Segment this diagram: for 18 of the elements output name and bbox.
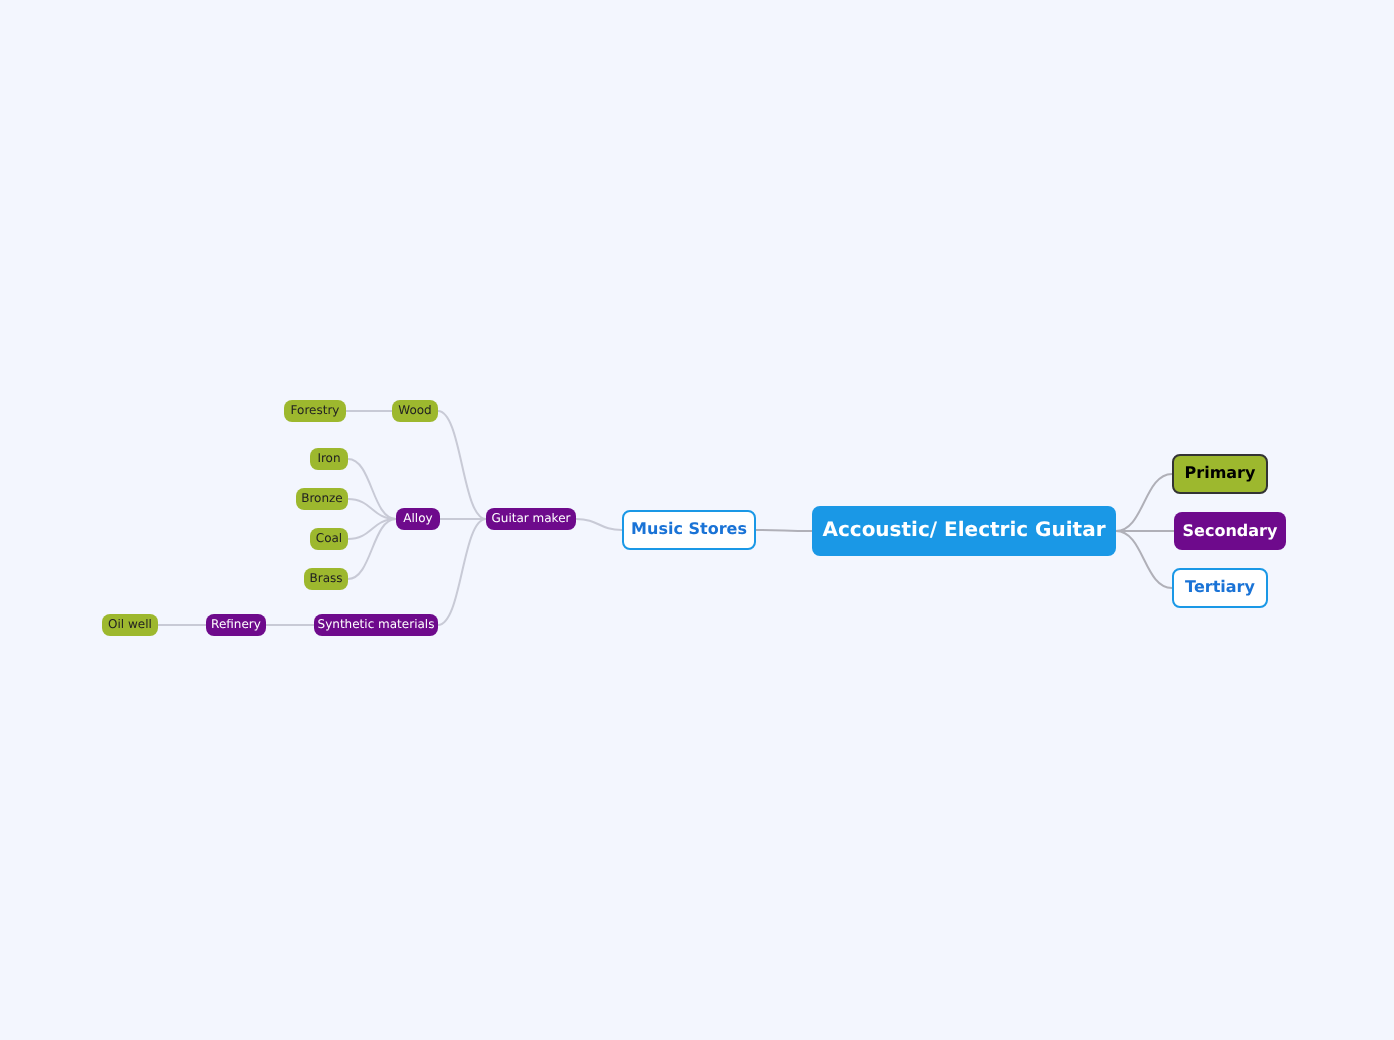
topic-box: Secondary [1174, 512, 1286, 550]
connector-line [1115, 530, 1175, 532]
connector-line [265, 624, 315, 626]
connector-line [439, 518, 487, 520]
topic-box: Music Stores [622, 510, 756, 550]
connector-line [347, 458, 397, 520]
connector-line [345, 410, 393, 412]
connector-line [1115, 530, 1173, 589]
connector-line [1115, 473, 1173, 532]
topic-box: Tertiary [1172, 568, 1268, 608]
connector-line [157, 624, 207, 626]
connector-line [755, 529, 813, 532]
topic-box: Primary [1172, 454, 1268, 494]
central-topic: Accoustic/ Electric Guitar [812, 506, 1116, 556]
connector-line [347, 518, 397, 580]
connector-line [575, 518, 623, 531]
connector-line [437, 410, 487, 520]
connector-line [437, 518, 487, 626]
